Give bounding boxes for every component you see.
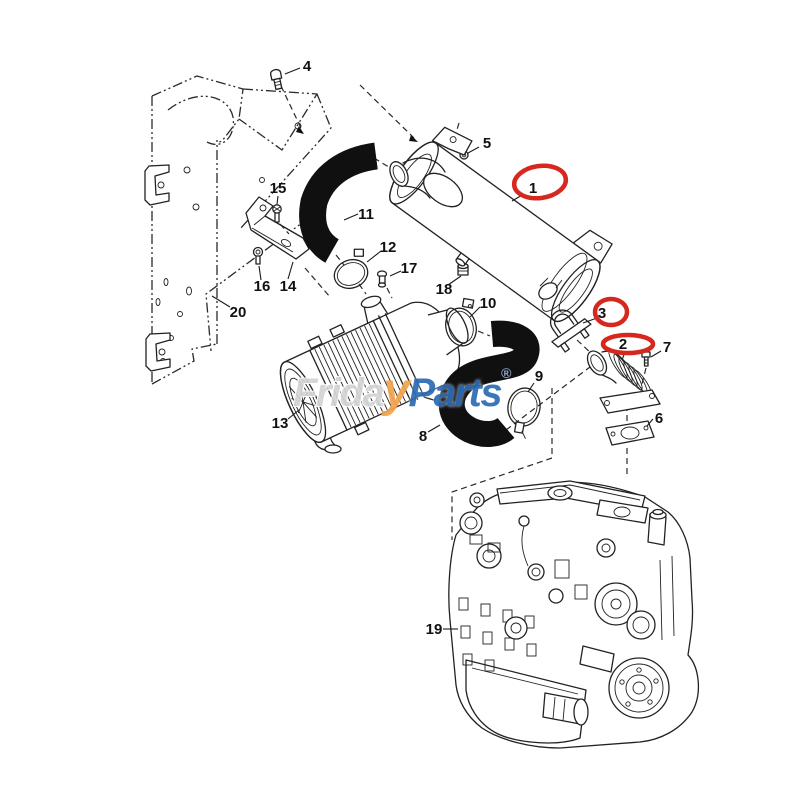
- highlight-ellipse-2: [600, 332, 656, 356]
- bolt-part-7: [641, 351, 651, 367]
- frame-bracket-lower: [145, 332, 171, 372]
- engine-part-19: [448, 480, 700, 749]
- callout-label-15: 15: [270, 180, 287, 197]
- frame-bracket-upper: [144, 164, 170, 206]
- callout-labels: 1 2 3 4 5 6 7 8 9 10 11 12 13 14 15 16 1…: [230, 58, 672, 638]
- highlight-ellipse-3: [592, 296, 630, 328]
- bolt-part-17: [376, 270, 388, 288]
- s-hose-part-8: [438, 320, 540, 448]
- hose-clamp-part-10: [445, 297, 477, 347]
- callout-leader-lines: [211, 67, 662, 630]
- callout-label-3: 3: [598, 305, 606, 322]
- hose-clamp-part-12: [333, 248, 369, 290]
- callout-label-18: 18: [436, 281, 453, 298]
- callout-label-19: 19: [426, 621, 443, 638]
- bolt-part-16: [252, 246, 264, 265]
- watermark-text-gray: Frida: [293, 371, 385, 415]
- watermark: FridayParts®: [293, 363, 511, 418]
- elbow-hose-part-11: [299, 142, 379, 263]
- callout-label-4: 4: [303, 58, 312, 75]
- highlight-ellipse-1: [511, 163, 569, 201]
- callout-label-7: 7: [663, 339, 671, 356]
- hose-clamp-part-9: [507, 387, 541, 439]
- callout-label-20: 20: [230, 304, 247, 321]
- callout-label-10: 10: [480, 295, 497, 312]
- muffler-part-1: [389, 126, 613, 323]
- gasket-part-6: [605, 420, 655, 446]
- callout-label-5: 5: [483, 135, 491, 152]
- callout-label-2: 2: [619, 336, 627, 353]
- callout-label-17: 17: [401, 260, 418, 277]
- watermark-check-glyph: y: [383, 364, 410, 417]
- callout-label-9: 9: [535, 368, 543, 385]
- callout-label-13: 13: [272, 415, 289, 432]
- callout-label-11: 11: [358, 206, 374, 223]
- callout-label-12: 12: [380, 239, 397, 256]
- flex-pipe-part-2: [586, 349, 661, 414]
- callout-label-1: 1: [529, 180, 537, 197]
- callout-label-8: 8: [419, 428, 427, 445]
- callout-label-16: 16: [254, 278, 271, 295]
- watermark-registered-icon: ®: [501, 365, 511, 381]
- u-bolt-clamp-part-3: [549, 309, 592, 353]
- bolt-part-4: [269, 68, 283, 91]
- mounting-bracket-part-14: [245, 196, 310, 260]
- watermark-text-blue: Parts: [408, 371, 503, 415]
- callout-label-14: 14: [280, 278, 297, 295]
- screw-part-15: [272, 204, 282, 223]
- callout-label-6: 6: [655, 410, 663, 427]
